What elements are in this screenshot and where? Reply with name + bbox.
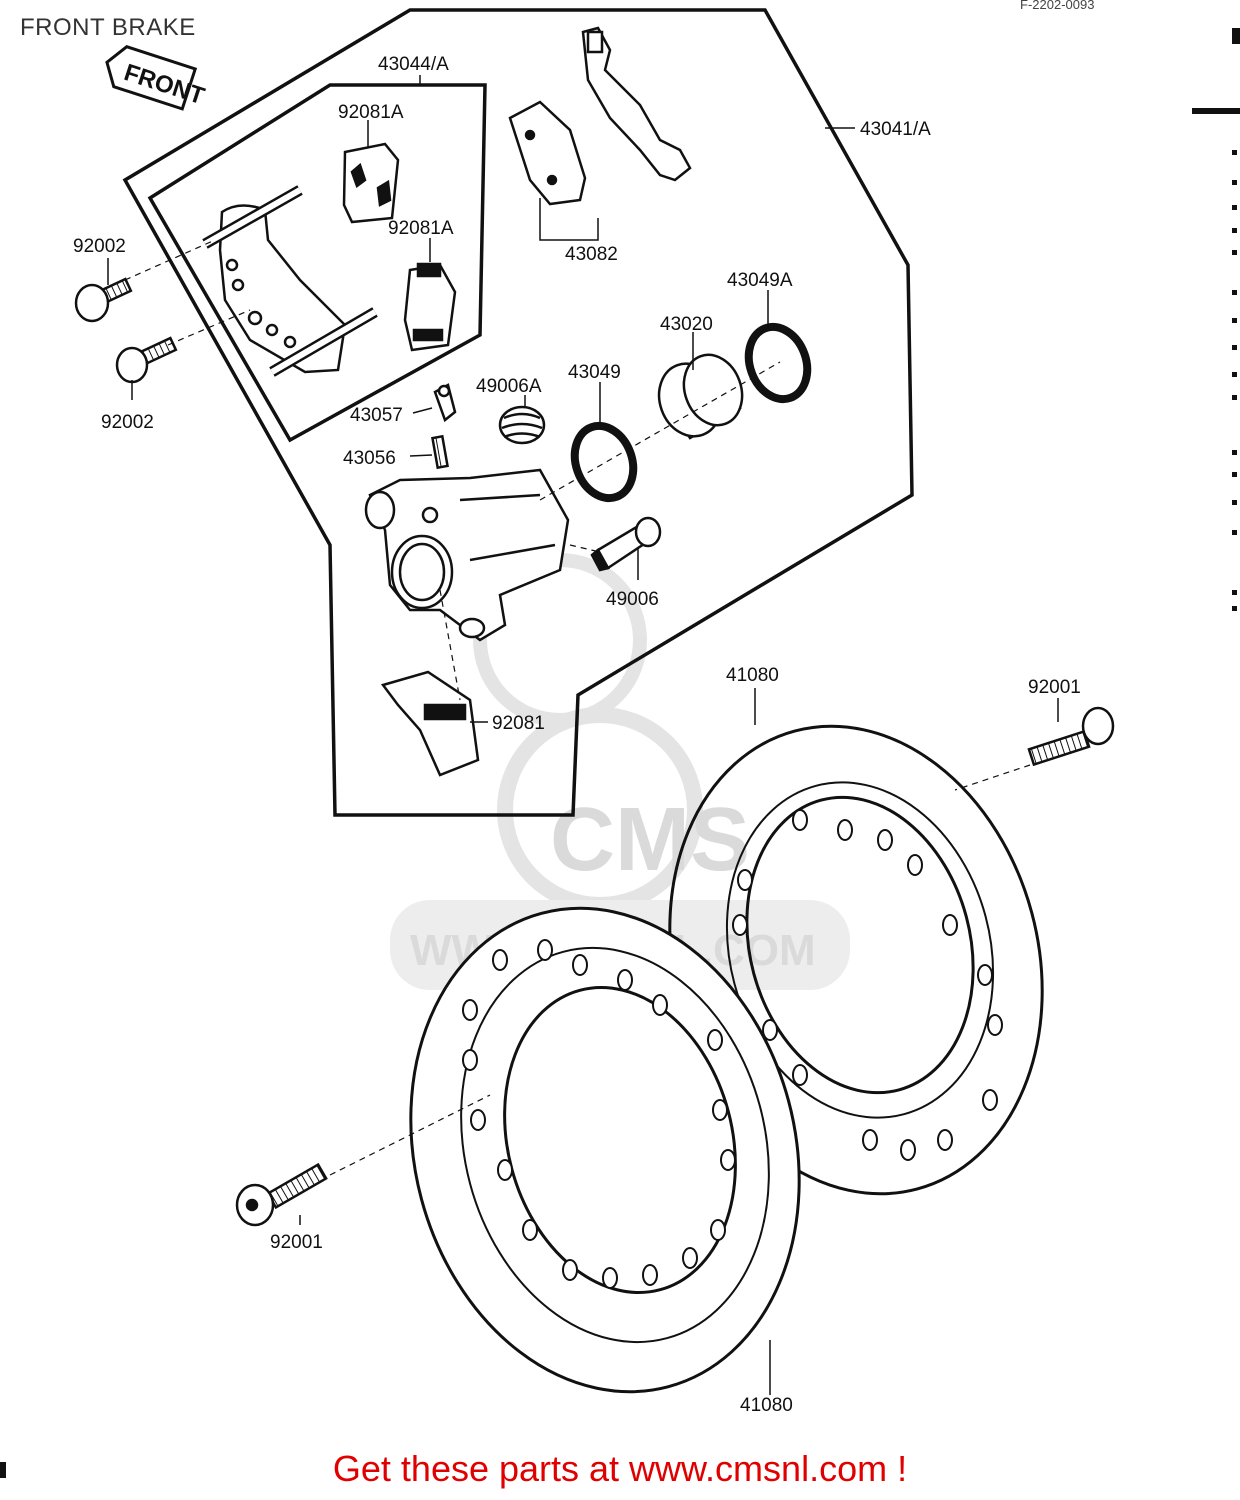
dust-seal-43049 — [570, 421, 638, 503]
footer-link[interactable]: www.cmsnl.com — [629, 1448, 888, 1489]
label-43041a: 43041/A — [860, 119, 931, 140]
label-49006: 49006 — [606, 589, 659, 610]
part-labels: 43044/A 43041/A 92081A 92081A 43082 9200… — [73, 54, 1081, 1416]
bracket-bolt-92002-upper — [74, 277, 133, 323]
label-92002-lower: 92002 — [101, 412, 154, 433]
bleeder-valve-43056 — [431, 434, 449, 470]
label-92081a-upper: 92081A — [338, 102, 404, 123]
reference-code: F-2202-0093 — [1020, 0, 1094, 12]
watermark-logo: CMS — [550, 790, 750, 890]
dashed-assembly-lines — [124, 239, 1031, 1176]
dust-seal-43049-inner — [580, 431, 628, 493]
label-49006a: 49006A — [476, 376, 542, 397]
label-43049: 43049 — [568, 362, 621, 383]
pad-spring-92081 — [380, 670, 480, 777]
piston-seal-43049a — [744, 322, 812, 404]
disc-bolt-92001-right — [1027, 706, 1115, 767]
label-92081a-lower: 92081A — [388, 218, 454, 239]
caliper-pin-49006 — [590, 516, 662, 572]
label-92001-right: 92001 — [1028, 677, 1081, 698]
label-43020: 43020 — [660, 314, 713, 335]
piston-seal-43049a-inner — [754, 332, 802, 394]
label-92081: 92081 — [492, 713, 545, 734]
label-41080-lower: 41080 — [740, 1395, 793, 1416]
footer-prefix: Get these parts at — [332, 1448, 630, 1489]
bracket-assembly-outline — [147, 83, 487, 443]
label-43082: 43082 — [565, 244, 618, 265]
anti-rattle-spring-upper — [342, 142, 400, 224]
disc-bolt-92001-left — [235, 1162, 328, 1227]
caliper-bracket — [202, 185, 378, 377]
disc-holes — [462, 809, 1003, 1289]
page-title: FRONT BRAKE — [20, 14, 196, 41]
label-92002-upper: 92002 — [73, 236, 126, 257]
pin-boot-49006a — [498, 405, 546, 445]
leader-lines — [107, 75, 1059, 1395]
label-92001-left: 92001 — [270, 1232, 323, 1253]
page-edge-marks — [0, 28, 1240, 1478]
brake-pad-inner — [508, 100, 587, 206]
label-43057: 43057 — [350, 405, 403, 426]
anti-rattle-spring-lower — [403, 262, 457, 352]
bracket-bolt-92002-lower — [115, 336, 178, 384]
piston-43020 — [657, 353, 744, 440]
label-43044a: 43044/A — [378, 54, 449, 75]
brake-pad-outer — [581, 26, 692, 182]
caliper-body — [364, 468, 570, 642]
front-direction-tag: FRONT — [105, 45, 208, 111]
label-41080-upper: 41080 — [726, 665, 779, 686]
label-43056: 43056 — [343, 448, 396, 469]
footer-suffix: ! — [887, 1448, 908, 1489]
label-43049a: 43049A — [727, 270, 793, 291]
caliper-assembly-outline — [122, 8, 914, 817]
brake-disc-front-41080 — [409, 906, 801, 1394]
bleeder-cap-43057 — [433, 383, 457, 423]
footer-call-to-action: Get these parts at www.cmsnl.com ! — [0, 1448, 1240, 1490]
